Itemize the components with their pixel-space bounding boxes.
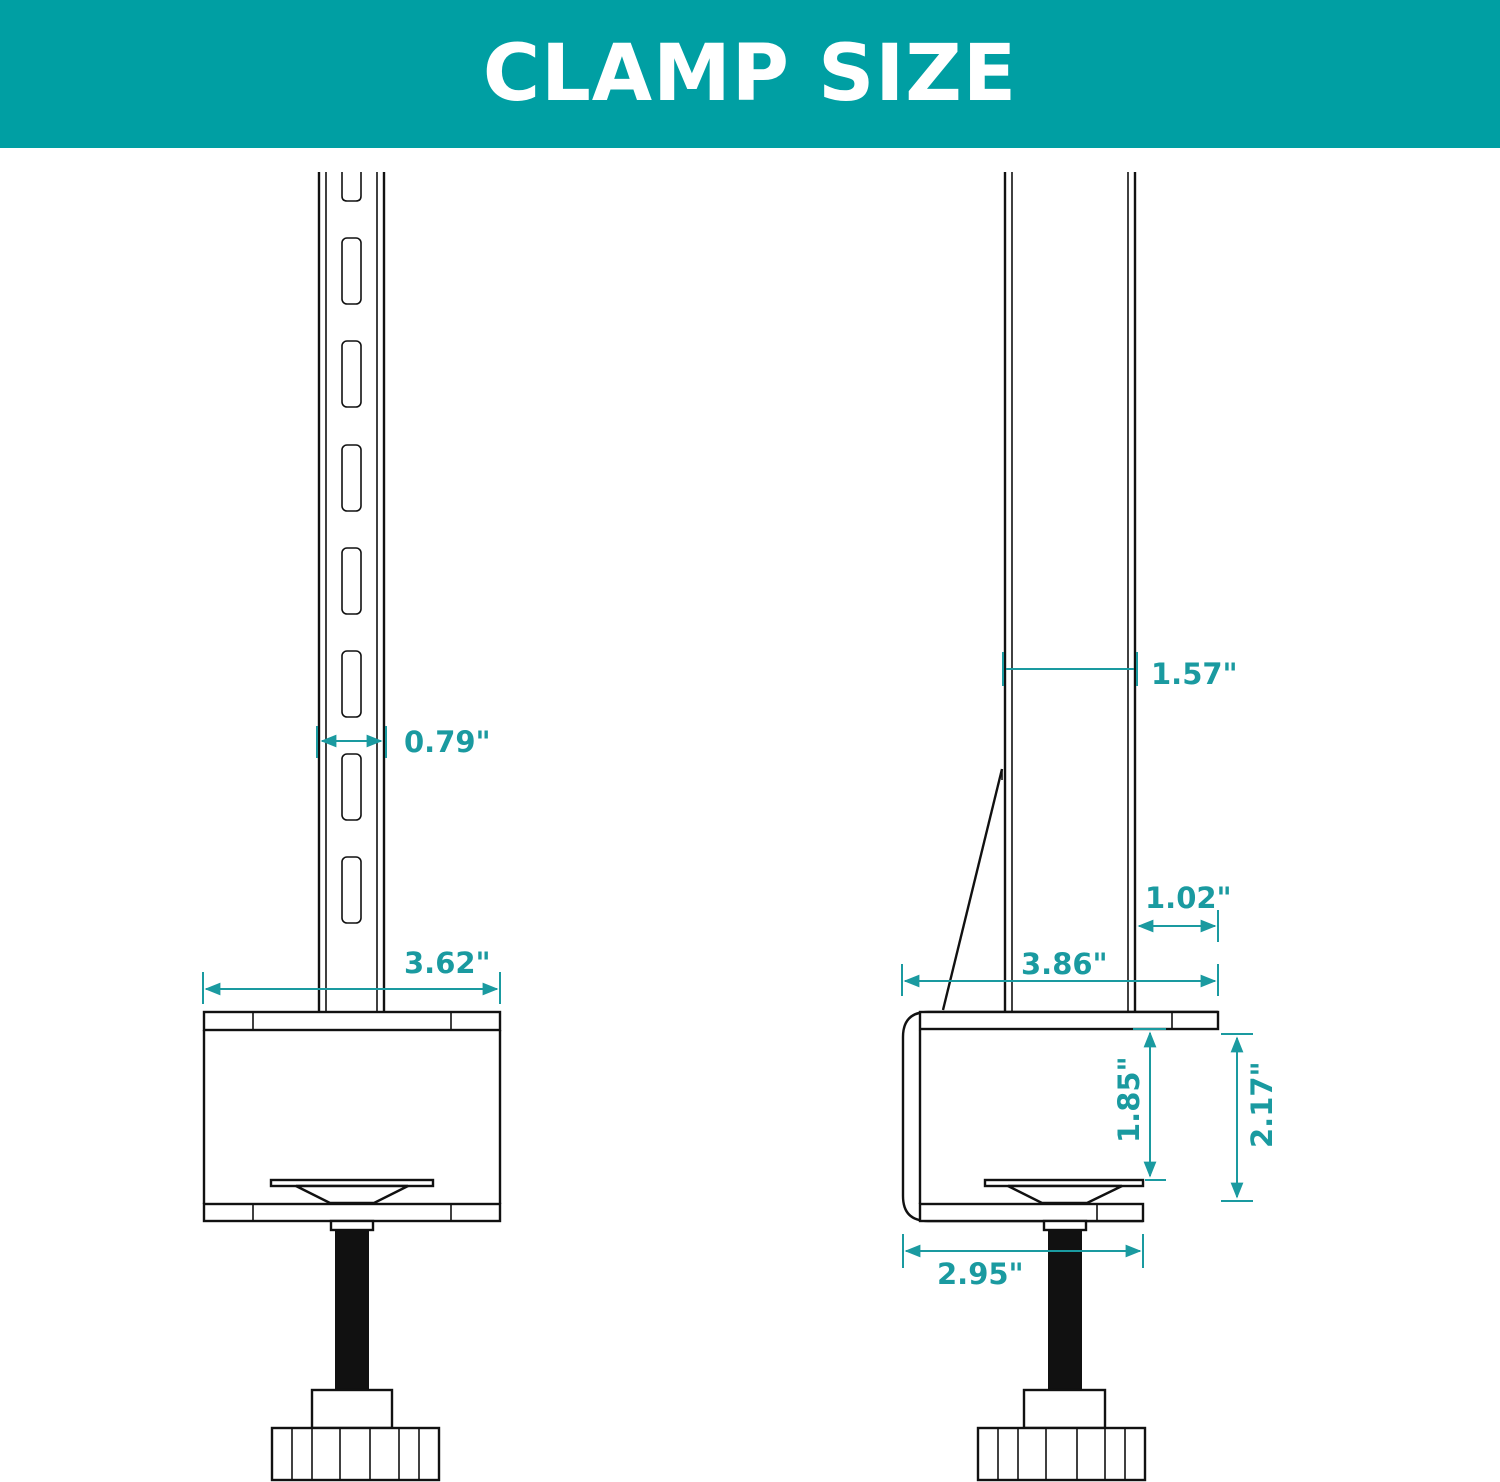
pole-slots [341,172,362,924]
page-title: CLAMP SIZE [482,29,1018,119]
dim-label-right-clamp-width: 3.86" [1021,947,1108,981]
header-banner: CLAMP SIZE [0,0,1500,148]
dim-label-left-pole-width: 0.79" [404,725,491,759]
dim-right-opening-height: 2.17" [1221,1033,1279,1202]
right-clamp-body [901,1010,1220,1223]
dim-right-pole-width: 1.57" [1002,652,1238,691]
left-clamp-view: 0.79" 3.62" [202,172,502,1482]
dim-label-right-pole-width: 1.57" [1151,657,1238,691]
dim-label-right-opening-height: 2.17" [1245,1061,1279,1148]
dim-label-left-clamp-width: 3.62" [404,946,491,980]
dim-right-clamp-width: 3.86" [901,947,1219,996]
dim-left-pole-width: 0.79" [316,725,491,759]
left-clamp-screw [270,1219,441,1482]
dim-right-lower-jaw-width: 2.95" [902,1234,1144,1291]
dim-label-right-inner-height: 1.85" [1112,1056,1146,1143]
dim-label-right-offset-width: 1.02" [1145,881,1232,915]
left-pole [317,172,386,1012]
dim-left-clamp-width: 3.62" [202,946,501,1004]
right-pole [1003,172,1137,1012]
dim-right-inner-height: 1.85" [1112,1028,1166,1181]
dim-right-offset-width: 1.02" [1137,881,1232,942]
right-clamp-view: 1.57" 1.02" 3.86" 1.85" 2.17" [901,172,1279,1482]
right-gusset [941,768,1004,1011]
left-clamp-body [202,1010,502,1223]
dim-label-right-lower-jaw-width: 2.95" [937,1257,1024,1291]
